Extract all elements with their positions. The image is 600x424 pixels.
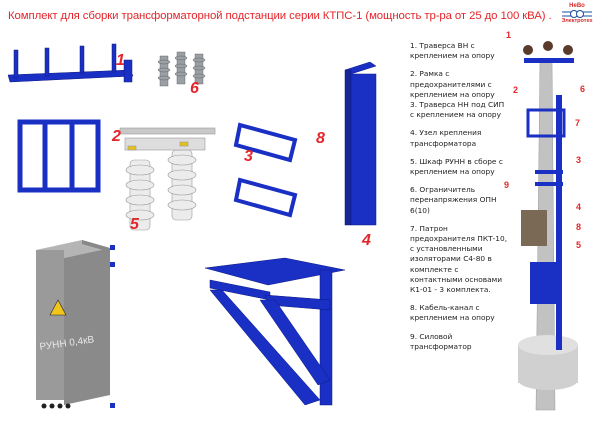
pole-label: 5 — [576, 240, 582, 250]
legend-item: 3. Траверса НН под СИП с креплением на о… — [410, 100, 505, 120]
transformer-mount-illustration — [204, 257, 346, 406]
pole-assembly-illustration — [518, 41, 578, 411]
legend-item: 6. Ограничитель перенапряжения ОПН 6(10) — [410, 185, 497, 215]
part-number: 2 — [112, 128, 121, 145]
page-title: Комплект для сборки трансформаторной под… — [8, 10, 552, 22]
part-number: 6 — [190, 80, 199, 97]
logo-text: Электротех — [561, 18, 593, 24]
pole-label: 2 — [513, 85, 519, 95]
fuse-insulators-illustration — [119, 127, 216, 231]
pole-label: 6 — [580, 84, 586, 94]
pole-label: 8 — [576, 222, 582, 232]
cable-channel-illustration — [344, 61, 377, 226]
lv-cabinet-illustration: РУНН 0,4кВ — [36, 240, 115, 409]
part-number: 4 — [362, 232, 371, 249]
legend-item: 2. Рамка с предохранителями с креплением… — [410, 69, 495, 99]
part-number: 5 — [130, 216, 139, 233]
surge-arrester-illustration — [157, 51, 206, 87]
legend-item: 7. Патрон предохранителя ПКТ-10, с устан… — [410, 223, 508, 295]
legend-item: 4. Узел крепления трансформатора — [410, 128, 482, 148]
logo-emblem-icon — [562, 10, 592, 18]
part-number: 1 — [116, 52, 125, 69]
legend-item: 1. Траверса ВН с креплением на опору — [410, 41, 495, 61]
legend-item: 9. Силовой трансформатор — [410, 331, 472, 351]
parts-legend: 1. Траверса ВН с креплением на опору 2. … — [410, 41, 508, 360]
pole-label: 1 — [506, 30, 512, 40]
part-number: 8 — [316, 130, 325, 147]
fuse-frame-illustration — [17, 119, 101, 193]
hv-traverse-illustration — [7, 43, 134, 83]
legend-item: 8. Кабель-канал с креплением на опору — [410, 303, 495, 323]
company-logo: НеВо Электротех — [556, 3, 598, 37]
legend-item: 5. Шкаф РУНН в сборе с креплением на опо… — [410, 156, 503, 177]
pole-label: 3 — [576, 155, 582, 165]
part-number: 3 — [244, 148, 253, 165]
pole-label: 9 — [504, 180, 510, 190]
pole-label: 4 — [576, 202, 582, 212]
pole-label: 7 — [575, 118, 581, 128]
logo-text: НеВо — [569, 3, 585, 9]
lv-traverse-illustration — [233, 122, 298, 218]
